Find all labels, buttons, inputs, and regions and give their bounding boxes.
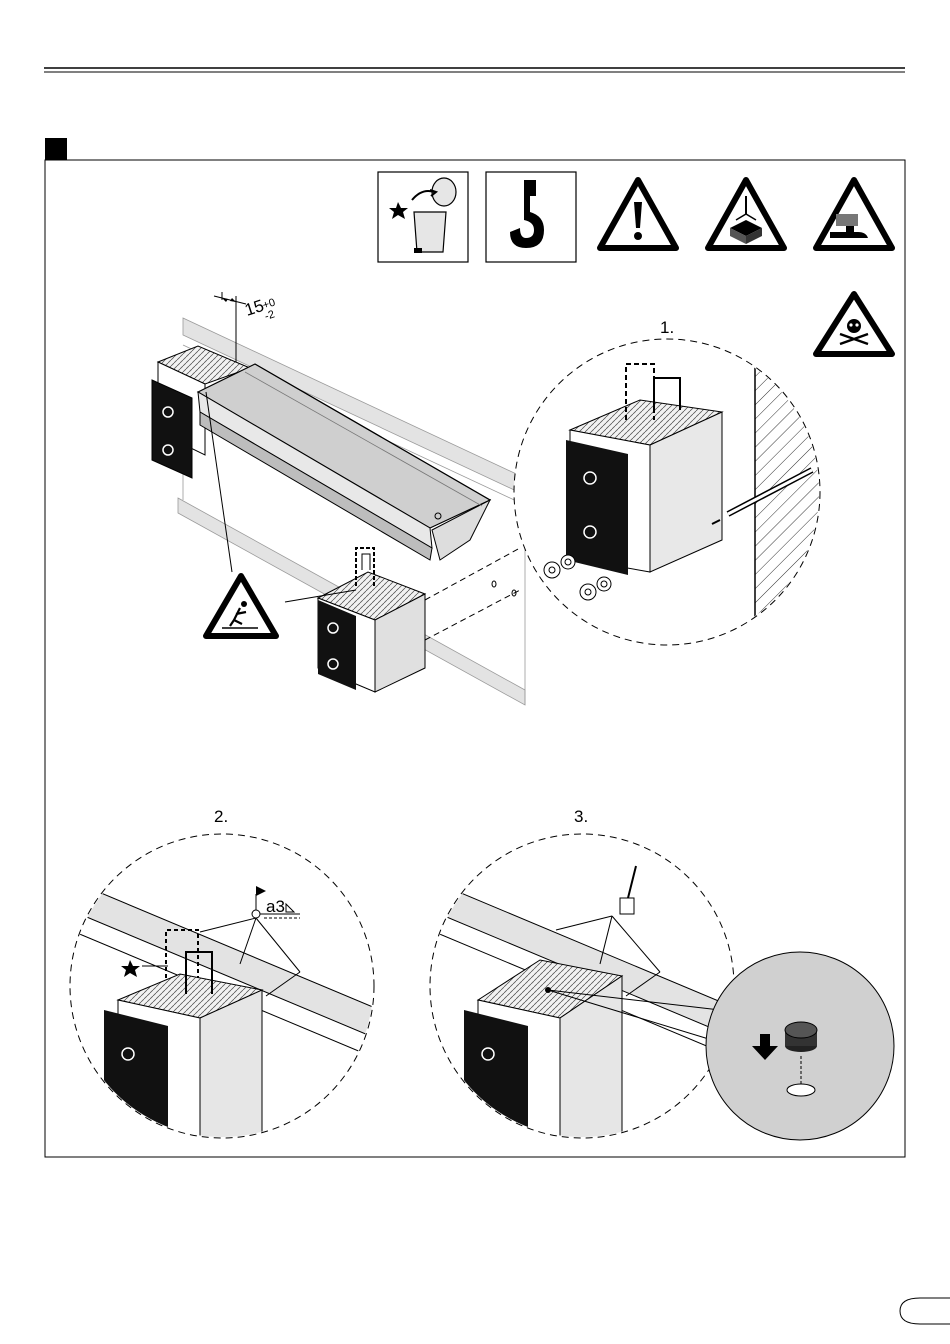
step-3-label: 3.	[574, 807, 588, 826]
main-view: 15 +0 -2	[152, 292, 525, 705]
dimension-tol-minus: -2	[263, 308, 276, 322]
suspended-load-icon	[708, 180, 784, 248]
foot-crush-icon	[816, 180, 892, 248]
step-2-label: 2.	[214, 807, 228, 826]
trip-hazard-icon	[206, 576, 276, 636]
header-rule	[44, 68, 905, 72]
detail-circle-2: a3	[70, 834, 380, 1140]
warning-icon	[600, 180, 676, 248]
section-marker	[45, 138, 67, 160]
plug-detail-circle	[706, 952, 894, 1140]
step-1-label: 1.	[660, 318, 674, 337]
detail-circle-1	[514, 330, 835, 660]
crane-hook-icon	[486, 172, 576, 262]
recycle-bin-icon	[378, 172, 468, 262]
toxic-icon	[816, 294, 892, 354]
weld-label: a3	[266, 897, 285, 916]
detail-circle-3	[430, 834, 740, 1140]
page-tab	[900, 1298, 950, 1324]
